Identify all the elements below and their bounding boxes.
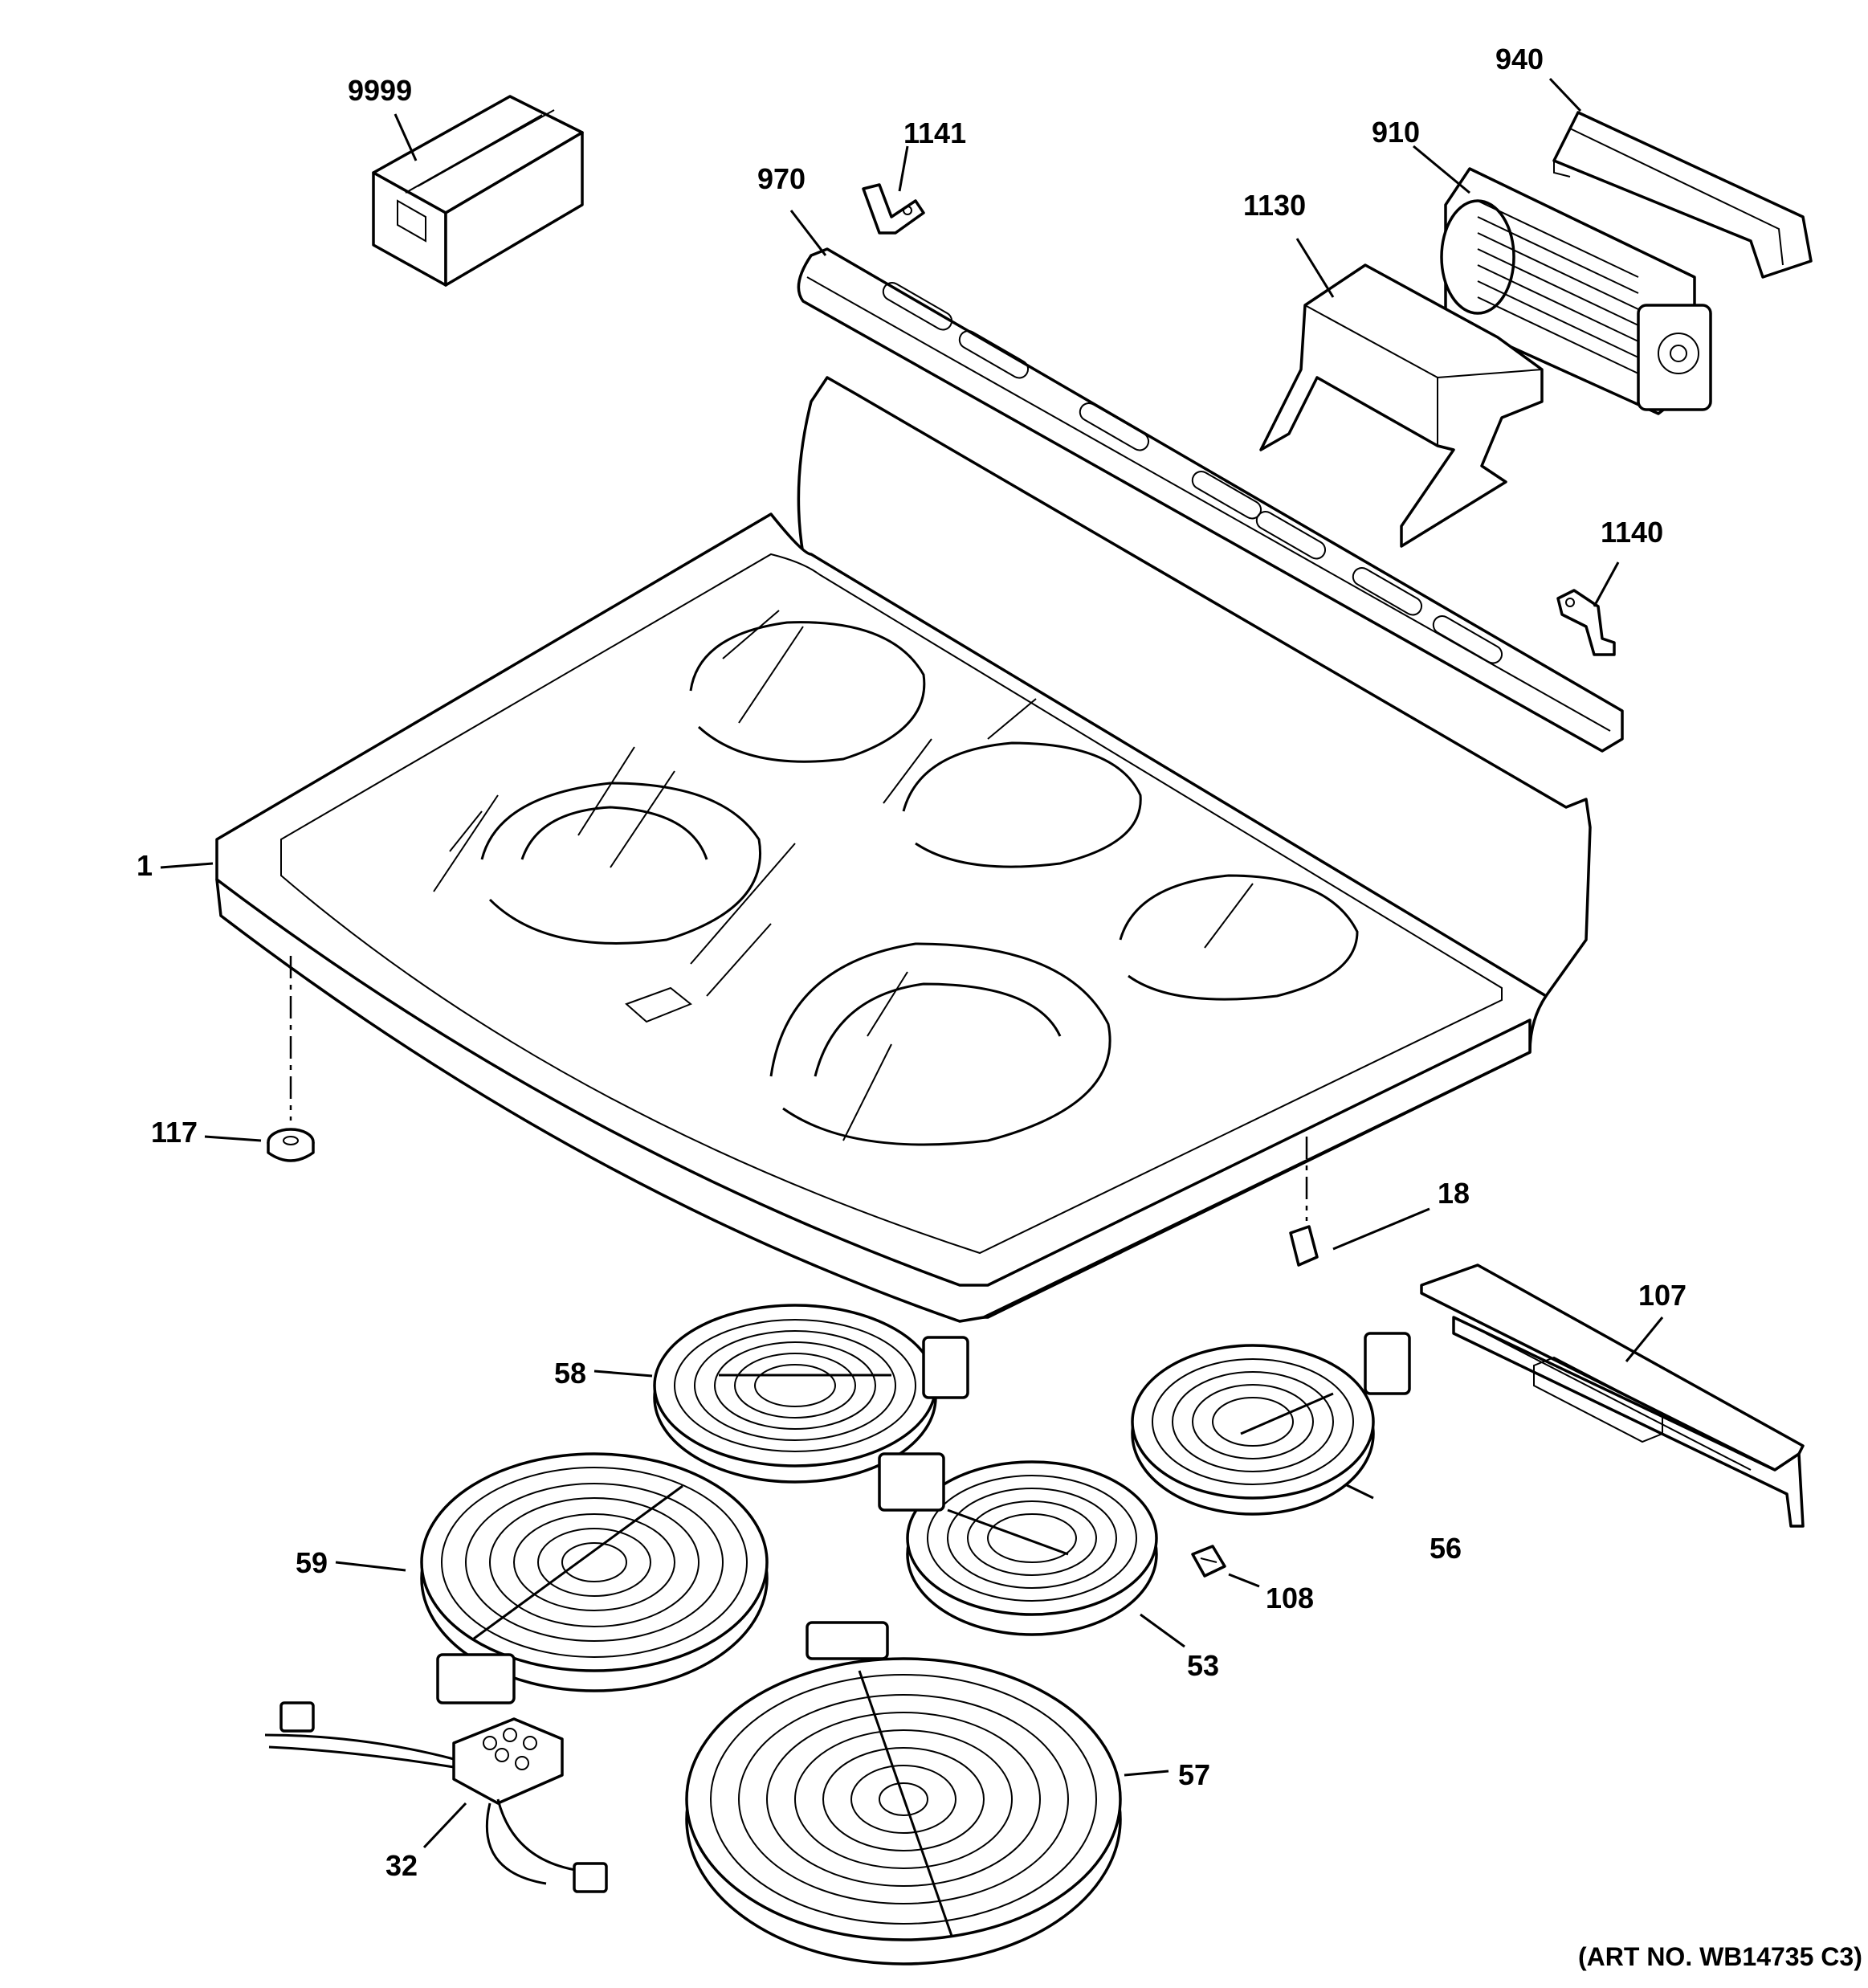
part-59-element[interactable] — [420, 1452, 769, 1704]
label-9999: 9999 — [348, 74, 412, 107]
part-57-element[interactable] — [685, 1621, 1122, 1966]
part-910-blower[interactable] — [1440, 167, 1712, 415]
part-107-bracket[interactable] — [1420, 1263, 1805, 1528]
part-18-clip[interactable] — [1289, 1137, 1319, 1267]
part-56-element[interactable] — [1131, 1332, 1411, 1516]
label-970: 970 — [757, 162, 806, 195]
part-970-vent-trim[interactable] — [797, 247, 1624, 753]
part-58-element[interactable] — [653, 1304, 969, 1484]
label-57: 57 — [1178, 1758, 1210, 1791]
label-32: 32 — [385, 1849, 418, 1882]
part-32-terminal-block[interactable] — [264, 1701, 608, 1893]
callout-labels: 9999 1141 970 940 910 1130 1140 1 117 18… — [137, 43, 1687, 1882]
label-56: 56 — [1430, 1532, 1462, 1565]
part-940-bracket[interactable] — [1552, 111, 1813, 279]
part-1130-shield[interactable] — [1259, 263, 1544, 548]
label-53: 53 — [1187, 1649, 1219, 1682]
label-59: 59 — [296, 1546, 328, 1579]
leader-lines — [160, 77, 1664, 1849]
part-53-element[interactable] — [878, 1452, 1158, 1636]
label-58: 58 — [554, 1357, 586, 1390]
label-1141: 1141 — [903, 116, 966, 149]
label-18: 18 — [1438, 1177, 1470, 1210]
part-9999-box[interactable] — [372, 95, 584, 287]
label-108: 108 — [1266, 1582, 1314, 1614]
part-1141-bracket[interactable] — [862, 183, 925, 235]
part-117-foot[interactable] — [267, 956, 315, 1162]
part-1140-bracket[interactable] — [1556, 589, 1616, 656]
label-1: 1 — [137, 849, 153, 882]
label-910: 910 — [1372, 116, 1420, 149]
label-1140: 1140 — [1601, 516, 1663, 549]
part-1-cooktop[interactable] — [215, 376, 1592, 1323]
part-108-screw[interactable] — [1191, 1545, 1226, 1578]
label-940: 940 — [1495, 43, 1544, 76]
label-107: 107 — [1638, 1279, 1687, 1312]
label-117: 117 — [151, 1116, 198, 1149]
label-1130: 1130 — [1243, 189, 1306, 222]
art-number: (ART NO. WB14735 C3) — [1578, 1942, 1862, 1971]
